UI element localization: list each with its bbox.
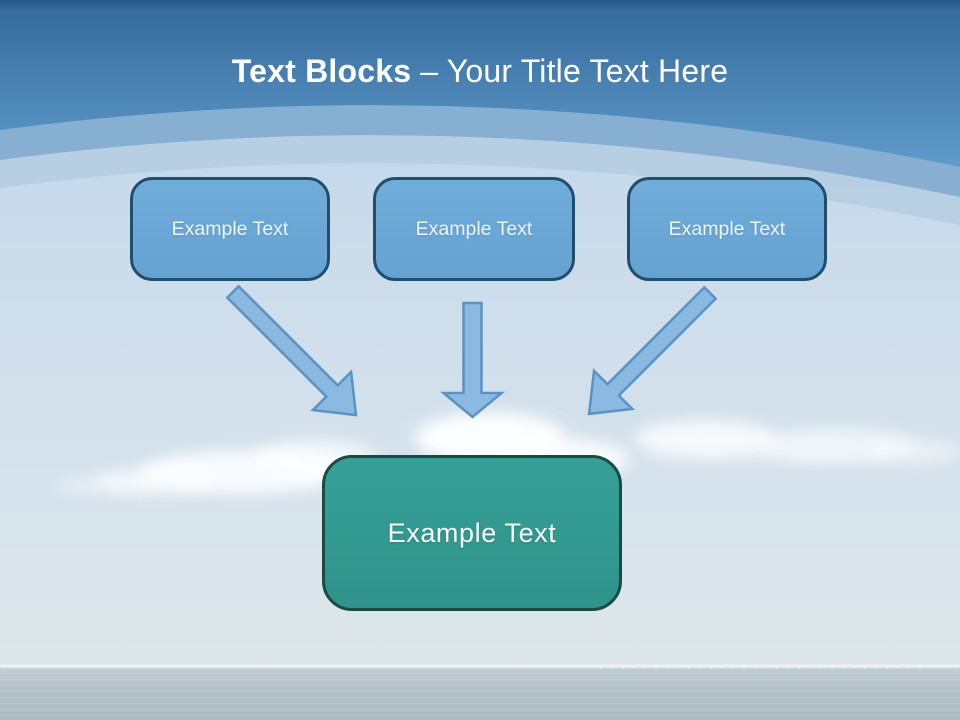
result-block: Example Text [322, 455, 622, 611]
cloud [640, 445, 890, 461]
slide-title-bold: Text Blocks [231, 53, 412, 89]
water-texture [0, 673, 960, 720]
slide-title: Text Blocks– Your Title Text Here [0, 53, 960, 90]
header-top-shade [0, 0, 960, 10]
horizon-line [0, 665, 960, 668]
cloud [870, 440, 960, 464]
cloud [55, 478, 165, 492]
distant-horizon-specks [600, 666, 930, 668]
slide-title-rest: – Your Title Text Here [420, 53, 729, 89]
header-banner [0, 0, 960, 225]
connector-arrow-down [440, 301, 505, 419]
header-main-arc [0, 0, 960, 167]
result-block-label: Example Text [387, 517, 557, 548]
cloud [635, 420, 775, 456]
text-block-2-label: Example Text [415, 217, 533, 240]
sea [0, 665, 960, 720]
text-block-3: Example Text [627, 177, 827, 281]
connector-arrow-down-right [225, 284, 358, 417]
text-block-3-label: Example Text [668, 217, 786, 240]
text-block-1: Example Text [130, 177, 330, 281]
connector-arrow-down-left [587, 285, 718, 416]
text-block-2: Example Text [373, 177, 575, 281]
text-block-1-label: Example Text [171, 217, 289, 240]
